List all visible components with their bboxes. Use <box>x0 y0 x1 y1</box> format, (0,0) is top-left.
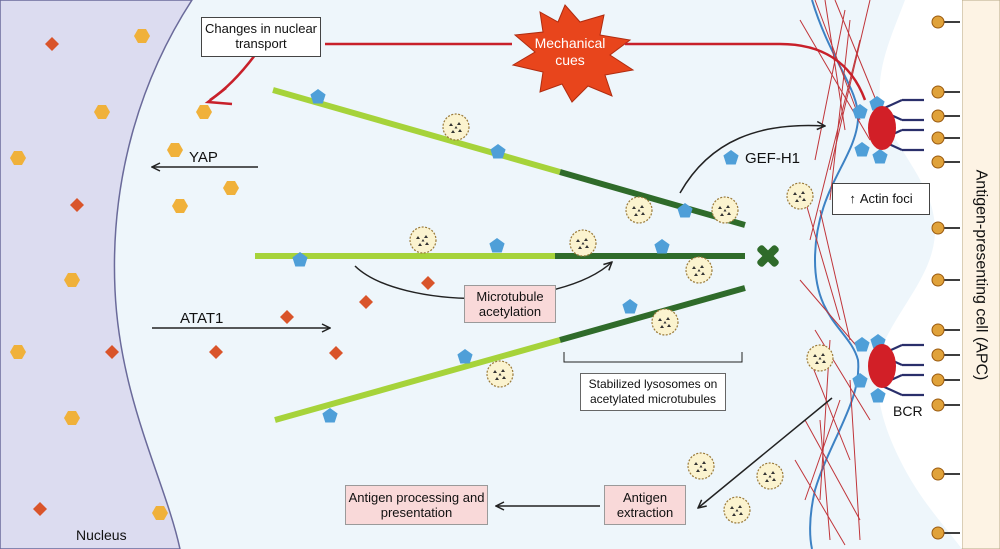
transport-arrowhead <box>204 87 233 106</box>
lysosome-bracket <box>563 352 743 363</box>
inhibition-cross-icon <box>757 245 779 267</box>
bcr-cluster-bottom <box>868 344 896 388</box>
actin-up-arrow: ↑ <box>849 191 856 206</box>
actin-foci-label: ↑Actin foci <box>832 183 930 215</box>
stabilized-lysosomes-label: Stabilized lysosomes on acetylated micro… <box>580 373 726 411</box>
bcr-label: BCR <box>893 403 923 419</box>
mt-acetylation-label: Microtubule acetylation <box>464 285 556 323</box>
transport-arrow <box>209 54 256 102</box>
b-cell-membrane <box>809 0 860 549</box>
apc-membrane <box>877 0 962 549</box>
mechanical-signal-curve <box>625 42 867 101</box>
nuclear-transport-text: Changes in nuclear transport <box>204 21 318 51</box>
antigen-extraction-label: Antigen extraction <box>604 485 686 525</box>
nucleus-region <box>0 0 193 549</box>
yap-label: YAP <box>189 149 218 166</box>
actin-network <box>794 0 881 546</box>
gefh1-label: GEF-H1 <box>745 150 801 167</box>
antigen-processing-label: Antigen processing and presentation <box>345 485 488 525</box>
nuclear-transport-label: Changes in nuclear transport <box>201 17 321 57</box>
nucleus-label: Nucleus <box>76 527 127 543</box>
bcr-cluster-top <box>868 106 896 150</box>
apc-label: Antigen-presenting cell (APC) <box>972 169 990 381</box>
mechanical-cues-label: Mechanical cues <box>534 35 606 68</box>
actin-foci-text: Actin foci <box>859 191 913 206</box>
atat1-label: ATAT1 <box>180 310 224 327</box>
extraction-arrow <box>698 397 833 508</box>
gefh1-release-arrow <box>679 125 825 194</box>
mechanical-cues-star-icon <box>511 4 635 103</box>
